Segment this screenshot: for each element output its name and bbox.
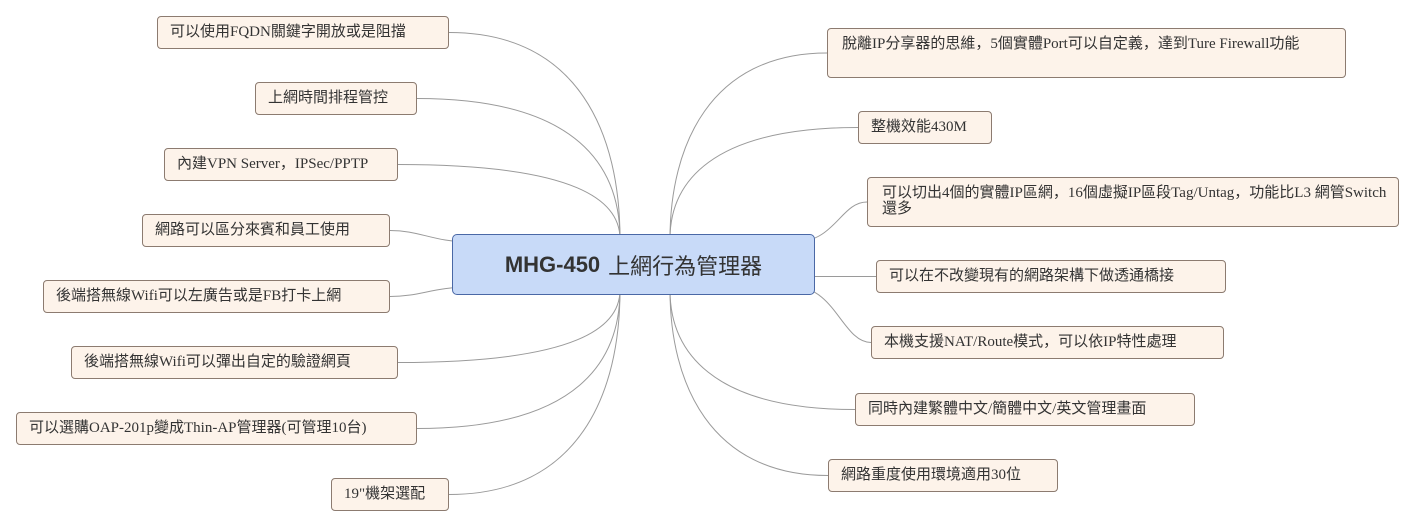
topic-fqdn-filter[interactable]: 可以使用FQDN關鍵字開放或是阻擋 xyxy=(157,16,449,49)
connector-line xyxy=(397,289,621,363)
topic-guest-network[interactable]: 網路可以區分來賓和員工使用 xyxy=(142,214,390,247)
topic-nat-route[interactable]: 本機支援NAT/Route模式，可以依IP特性處理 xyxy=(871,326,1224,359)
topic-thin-ap[interactable]: 可以選購OAP-201p變成Thin-AP管理器(可管理10台) xyxy=(16,412,417,445)
connector-line xyxy=(669,127,859,240)
topic-bridge[interactable]: 可以在不改變現有的網路架構下做透通橋接 xyxy=(876,260,1226,293)
topic-firewall[interactable]: 脫離IP分享器的思維，5個實體Port可以自定義，達到Ture Firewall… xyxy=(827,28,1346,78)
connector-line xyxy=(794,286,872,343)
connector-line xyxy=(669,289,856,410)
connector-line xyxy=(397,164,621,240)
topic-schedule[interactable]: 上網時間排程管控 xyxy=(255,82,417,115)
connector-line xyxy=(416,98,621,240)
connector-line xyxy=(448,32,621,240)
topic-vlan[interactable]: 可以切出4個的實體IP區網，16個虛擬IP區段Tag/Untag，功能比L3 網… xyxy=(867,177,1399,227)
topic-performance[interactable]: 整機效能430M xyxy=(858,111,992,144)
connector-line xyxy=(416,289,621,429)
central-topic-title: 上網行為管理器 xyxy=(608,253,763,279)
connector-line xyxy=(669,52,828,240)
central-topic[interactable]: MHG-450 上網行為管理器 xyxy=(452,234,815,295)
connector-line xyxy=(669,289,829,476)
topic-capacity[interactable]: 網路重度使用環境適用30位 xyxy=(828,459,1058,492)
connector-line xyxy=(448,289,621,495)
topic-languages[interactable]: 同時內建繁體中文/簡體中文/英文管理畫面 xyxy=(855,393,1195,426)
topic-wifi-ads[interactable]: 後端搭無線Wifi可以左廣告或是FB打卡上網 xyxy=(43,280,390,313)
topic-vpn[interactable]: 內建VPN Server，IPSec/PPTP xyxy=(164,148,398,181)
central-topic-model: MHG-450 xyxy=(504,251,601,277)
topic-rack[interactable]: 19"機架選配 xyxy=(331,478,449,511)
topic-wifi-portal[interactable]: 後端搭無線Wifi可以彈出自定的驗證網頁 xyxy=(71,346,398,379)
